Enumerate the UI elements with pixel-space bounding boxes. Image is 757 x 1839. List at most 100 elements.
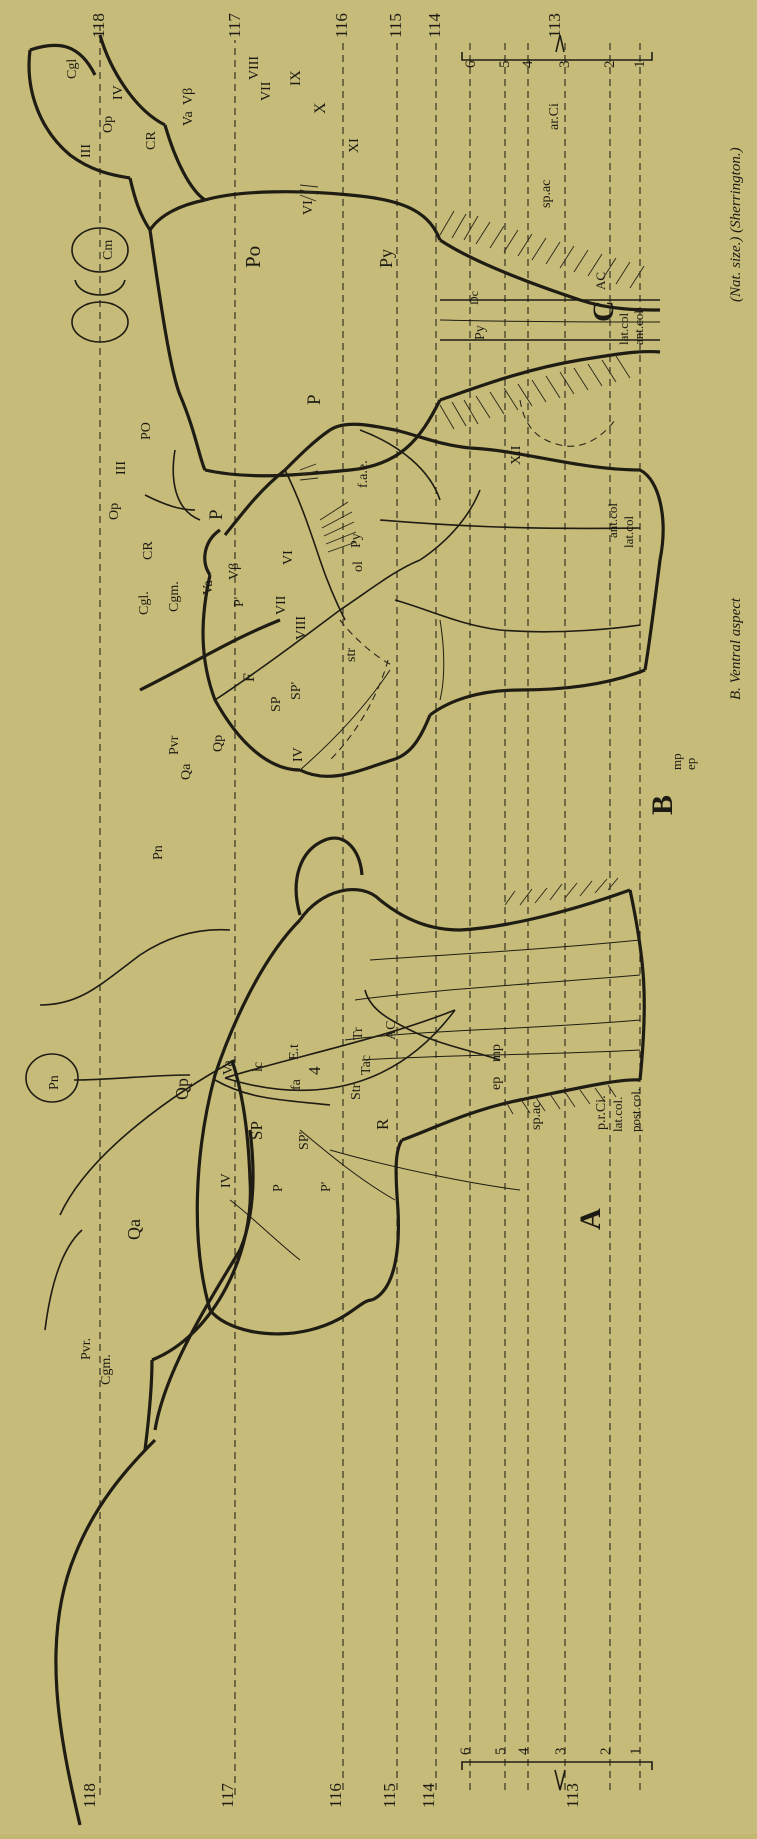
- c-label-x: X: [312, 102, 329, 114]
- c-label-spac: sp.ac: [539, 180, 554, 208]
- figure-a-dorsal-view: [26, 838, 644, 1825]
- b-label-p: P: [206, 509, 227, 520]
- a-label-va: Va: [221, 1059, 236, 1075]
- c-label-antcol: ant.col: [631, 310, 646, 345]
- c-label-py2: Py: [473, 325, 488, 340]
- level-number-3-right: 3: [557, 61, 573, 69]
- figure-b-labels: Pn Qa Pvr Qp Cgl. Cgm. Op III CR P PO Va…: [107, 422, 698, 860]
- b-label-pvr: Pvr: [167, 735, 182, 755]
- b-label-antcol: ant.col: [605, 503, 620, 538]
- a-label-str: Str: [349, 1083, 364, 1100]
- level-number-1-right: 1: [632, 61, 648, 69]
- right-section-numbers: 118 117 116 115 114 113: [89, 13, 564, 38]
- c-label-va: Va: [181, 110, 196, 126]
- b-label-vb: Vβ: [227, 563, 242, 580]
- a-label-cgm: Cgm.: [99, 1354, 114, 1385]
- c-label-cgl: Cgl: [65, 59, 80, 79]
- figure-b-lateral-view: [140, 424, 663, 776]
- b-label-qa: Qa: [179, 763, 194, 780]
- b-label-sp2: SP': [289, 682, 304, 700]
- c-label-vi: VI: [301, 200, 316, 215]
- c-label-xii: XII: [509, 445, 524, 465]
- section-number-118-left: 118: [80, 1783, 99, 1808]
- b-label-vii: VII: [274, 595, 289, 615]
- section-number-115-right: 115: [386, 13, 405, 38]
- b-label-sp: SP: [269, 696, 284, 712]
- section-number-116-right: 116: [332, 13, 351, 38]
- b-label-ol: ol: [351, 561, 366, 572]
- a-label-lc: lc: [251, 1062, 266, 1072]
- a-label-p2: P': [319, 1182, 334, 1192]
- a-label-p: P: [271, 1184, 286, 1192]
- c-label-op: Op: [101, 116, 116, 133]
- c-label-viii: VIII: [247, 56, 262, 80]
- c-label-vb: Vβ: [181, 88, 196, 105]
- level-number-2-right: 2: [602, 61, 618, 69]
- section-number-114-left: 114: [419, 1783, 438, 1808]
- level-number-4-left: 4: [516, 1747, 532, 1755]
- a-label-tac: Tac: [359, 1055, 374, 1075]
- section-number-114-right: 114: [425, 13, 444, 38]
- section-number-113-left: 113: [563, 1783, 582, 1808]
- b-label-po: PO: [139, 422, 154, 440]
- section-number-115-left: 115: [380, 1783, 399, 1808]
- a-label-fa: fa: [289, 1078, 304, 1090]
- b-label-cgl: Cgl.: [137, 591, 152, 615]
- b-label-mp: mp: [669, 753, 684, 770]
- c-label-ix: IX: [288, 70, 304, 86]
- figure-label-a: A: [574, 1208, 607, 1230]
- a-label-ac: AC: [384, 1021, 399, 1040]
- left-level-bracket: [462, 1762, 652, 1770]
- figure-a-labels: Pn Qa Qp Pvr. Cgm. IV P SP SP' P' Va lc …: [47, 1021, 643, 1385]
- figure-a-nerve-roots: [505, 878, 618, 1114]
- a-label-prci: p.r.Ci.: [594, 1095, 609, 1130]
- b-label-viii: VIII: [294, 616, 309, 640]
- a-label-qp: Qp: [172, 1078, 192, 1100]
- c-label-arci: ar.Ci: [547, 103, 562, 130]
- c-label-vii: VII: [259, 81, 274, 101]
- c-label-cm: Cm: [101, 240, 116, 260]
- c-label-latcol: lat.col: [616, 312, 631, 345]
- b-label-p2: P': [232, 597, 247, 607]
- section-number-116-left: 116: [326, 1783, 345, 1808]
- b-label-cgm: Cgm.: [167, 581, 182, 612]
- a-label-et: E.t: [287, 1044, 302, 1060]
- level-number-1-left: 1: [628, 1748, 644, 1756]
- level-number-6-right: 6: [463, 60, 479, 68]
- level-number-6-left: 6: [458, 1747, 474, 1755]
- c-label-p: P: [304, 394, 325, 405]
- b-label-vi: VI: [281, 550, 296, 565]
- section-number-117-right: 117: [225, 13, 244, 38]
- a-label-four: 4: [305, 1066, 324, 1075]
- c-label-iii: III: [79, 144, 94, 158]
- figure-caption-partial: B. Ventral aspect: [728, 597, 744, 700]
- level-number-5-left: 5: [493, 1748, 509, 1756]
- c-label-py: Py: [376, 249, 396, 268]
- figure-c-ventral-view: [29, 35, 660, 480]
- b-label-f: F: [241, 673, 258, 682]
- b-label-va: Va: [201, 579, 216, 595]
- section-number-118-right: 118: [89, 13, 108, 38]
- a-label-sp2: SP': [297, 1132, 312, 1150]
- right-level-numbers: 6 5 4 3 2 1: [463, 60, 648, 68]
- b-label-op: Op: [107, 503, 122, 520]
- left-level-numbers: 6 5 4 3 2 1: [458, 1747, 644, 1755]
- section-number-113-right: 113: [545, 13, 564, 38]
- b-label-str: str: [344, 648, 359, 662]
- b-label-iv: IV: [291, 747, 306, 762]
- a-label-r: R: [373, 1118, 392, 1130]
- figure-c-trigeminal-roots: [300, 185, 318, 480]
- c-label-cr: CR: [144, 131, 159, 150]
- a-label-latcol: lat.col.: [610, 1097, 625, 1132]
- c-label-po: Po: [241, 246, 265, 268]
- c-label-dc: Dc: [467, 291, 481, 305]
- a-label-postcol: post.col.: [628, 1088, 643, 1132]
- b-label-iii: III: [114, 461, 129, 475]
- a-label-iv: IV: [219, 1173, 234, 1188]
- c-label-xi: XI: [347, 138, 362, 153]
- level-number-4-right: 4: [520, 60, 536, 68]
- figure-label-b: B: [646, 795, 679, 815]
- level-number-5-right: 5: [497, 61, 513, 69]
